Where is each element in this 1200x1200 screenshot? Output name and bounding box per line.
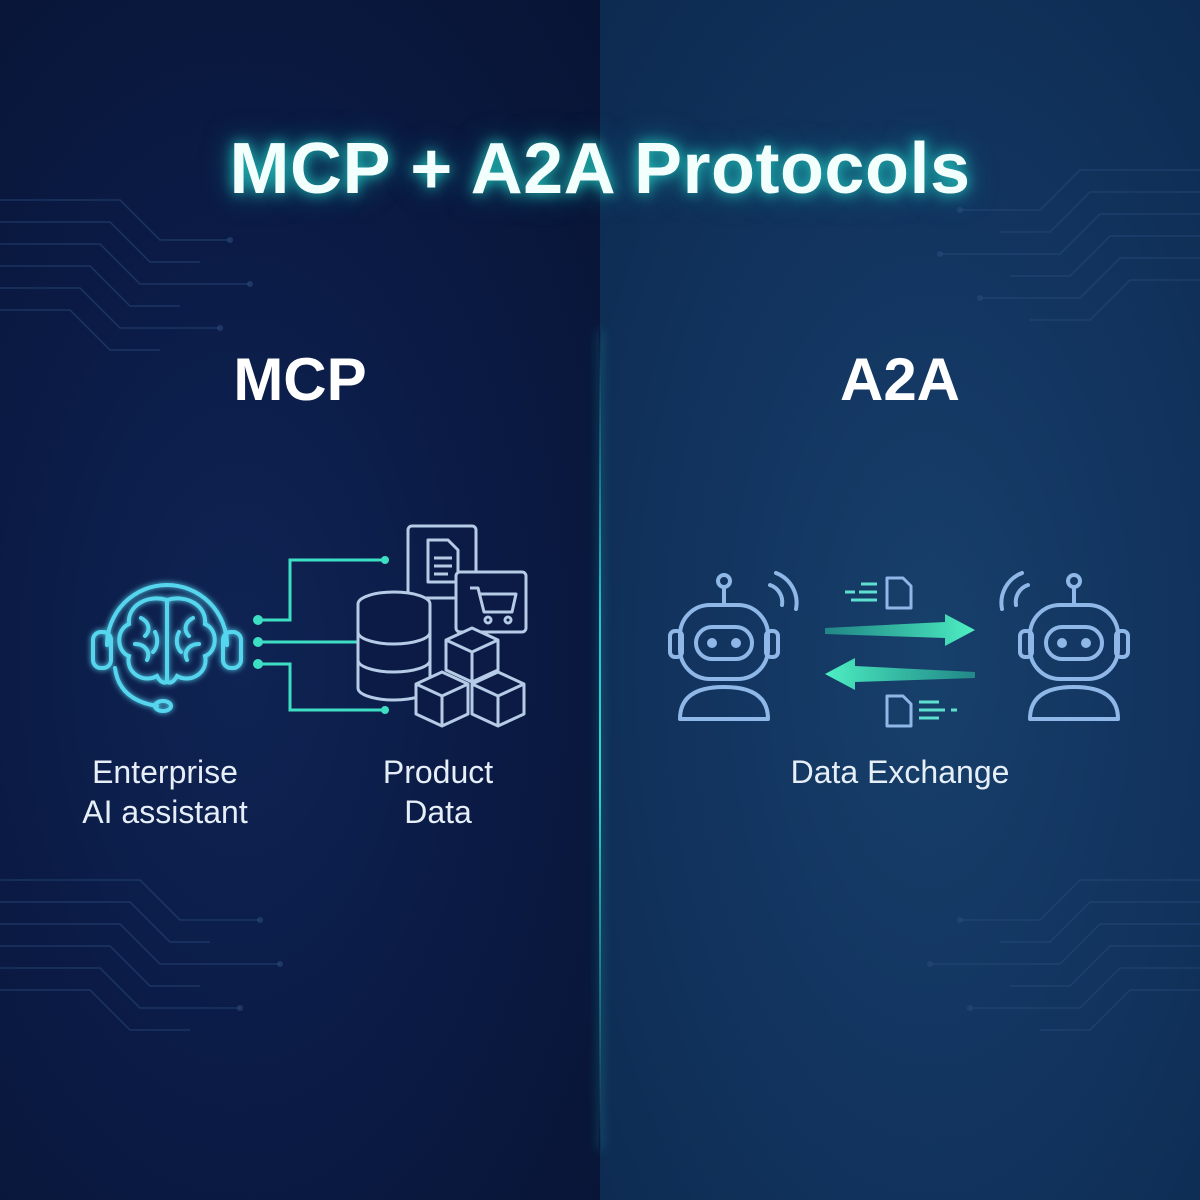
connector-lines (253, 556, 399, 714)
product-data-sources (356, 524, 528, 728)
boxes-icon (414, 626, 526, 728)
main-title: MCP + A2A Protocols (229, 129, 971, 209)
robot-icon-left (668, 571, 799, 721)
product-label-line1: Product (382, 754, 494, 790)
enterprise-label-line2: AI assistant (82, 794, 248, 830)
product-data-label: Product Data (338, 752, 538, 832)
document-icon (406, 524, 478, 600)
product-label-line2: Data (404, 794, 472, 830)
mcp-heading: MCP (233, 346, 367, 413)
data-exchange-label: Data Exchange (790, 754, 1010, 790)
brain-headset-icon (91, 583, 243, 713)
robot-icon-right (999, 571, 1130, 721)
a2a-heading: A2A (839, 346, 961, 413)
file-icon-top (845, 576, 913, 610)
arrow-right-icon (825, 614, 975, 646)
file-icon-bottom (885, 694, 957, 728)
enterprise-label-line1: Enterprise (92, 754, 238, 790)
arrow-left-icon (825, 658, 975, 690)
data-exchange-arrows (825, 576, 975, 728)
cart-icon (454, 570, 528, 634)
enterprise-assistant-label: Enterprise AI assistant (50, 752, 280, 832)
a2a-panel (600, 0, 1200, 1200)
panel-divider (599, 330, 601, 1150)
